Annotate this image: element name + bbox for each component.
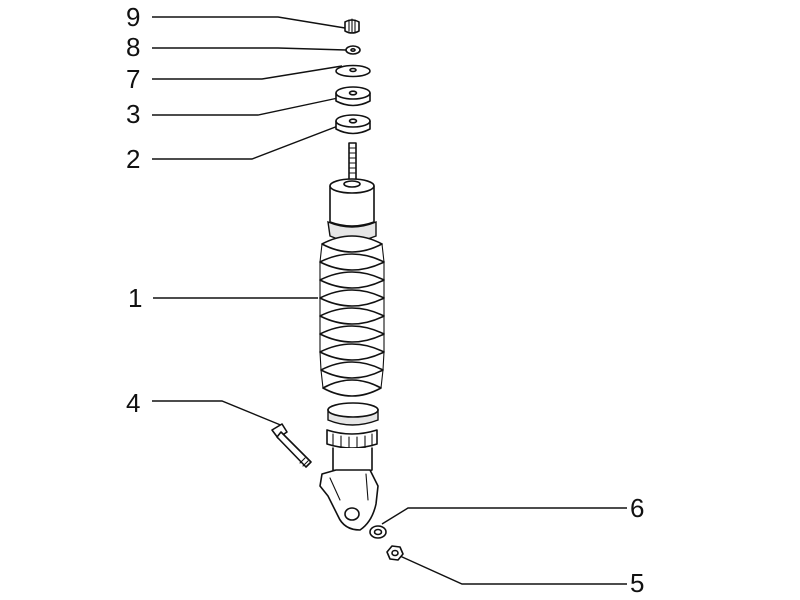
callout-label-6: 6 xyxy=(630,493,644,523)
callout-label-3: 3 xyxy=(126,99,140,129)
part-2-rubber-bush xyxy=(335,114,371,135)
callout-label-8: 8 xyxy=(126,32,140,62)
leader-line-2 xyxy=(152,125,339,160)
leader-line-8 xyxy=(152,47,347,51)
leader-line-7 xyxy=(152,65,343,80)
part-5-nut xyxy=(386,545,404,561)
part-3-rubber-bush xyxy=(335,86,371,107)
part-6-spring-washer xyxy=(369,525,387,539)
callout-label-4: 4 xyxy=(126,388,140,418)
leader-line-4 xyxy=(152,400,284,427)
part-7-washer xyxy=(335,64,371,78)
part-1-shock-absorber xyxy=(319,142,385,531)
callout-label-1: 1 xyxy=(128,283,142,313)
callout-label-5: 5 xyxy=(630,568,644,598)
leader-line-9 xyxy=(152,16,346,29)
part-4-bolt xyxy=(271,423,312,468)
callout-label-7: 7 xyxy=(126,64,140,94)
callout-label-9: 9 xyxy=(126,2,140,32)
leader-line-5 xyxy=(399,555,627,585)
leader-line-6 xyxy=(381,507,627,525)
leader-line-3 xyxy=(152,97,339,116)
part-9-nut xyxy=(344,18,360,34)
part-8-washer xyxy=(345,45,361,55)
callout-label-2: 2 xyxy=(126,144,140,174)
coil-spring xyxy=(319,235,385,397)
